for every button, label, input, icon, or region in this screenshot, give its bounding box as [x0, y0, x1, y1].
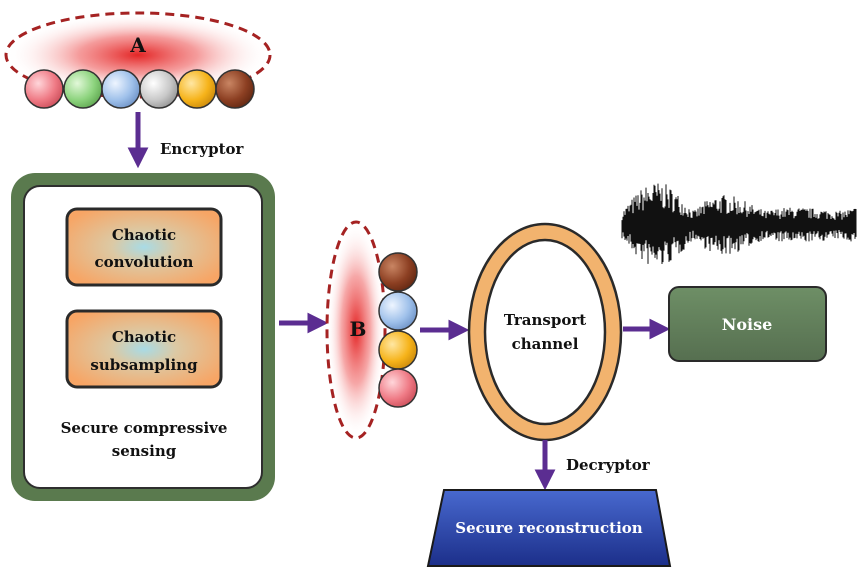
transport-channel: Transport channel [467, 222, 623, 442]
noise-waveform-trace [621, 183, 857, 264]
decryptor-label: Decryptor [566, 456, 651, 474]
group-a: A [4, 11, 272, 109]
chaotic-convolution-line1: Chaotic [112, 226, 176, 244]
chaotic-convolution-line2: convolution [95, 253, 194, 271]
ball-pink [24, 69, 64, 109]
group-b-cloud-outline [325, 220, 387, 440]
secure-compressive-sensing-line2: sensing [112, 442, 177, 460]
transport-channel-hole [483, 238, 607, 426]
group-a-label: A [129, 33, 146, 57]
ball-brown-b [378, 252, 418, 292]
group-b: B [325, 220, 418, 440]
group-b-label: B [350, 317, 367, 341]
encryptor-label: Encryptor [160, 140, 245, 158]
chaotic-subsampling-box [65, 309, 223, 389]
ball-orange-b [378, 330, 418, 370]
noise-waveform-icon [621, 183, 857, 264]
transport-channel-line2: channel [512, 335, 579, 353]
chaotic-subsampling-line1: Chaotic [112, 328, 176, 346]
chaotic-convolution-box [65, 207, 223, 287]
secure-compressive-sensing-line1: Secure compressive [61, 419, 228, 437]
noise-box-rect [668, 286, 827, 362]
ball-blue-b [378, 291, 418, 331]
group-a-cloud-outline [4, 11, 272, 99]
ball-gray [139, 69, 179, 109]
ball-pink-b [378, 368, 418, 408]
secure-reconstruction-label: Secure reconstruction [455, 519, 643, 537]
chaotic-subsampling-line2: subsampling [90, 356, 198, 374]
noise-box: Noise [668, 286, 827, 362]
secure-reconstruction-box: Secure reconstruction [426, 489, 672, 567]
ball-brown [215, 69, 255, 109]
ball-blue [101, 69, 141, 109]
secure-reconstruction-shape [426, 489, 672, 567]
group-b-cloud [327, 222, 385, 438]
noise-label: Noise [722, 315, 773, 334]
ball-green [63, 69, 103, 109]
secure-compressive-sensing-box: Chaotic convolution Chaotic subsampling … [11, 173, 275, 501]
transport-channel-line1: Transport [504, 311, 586, 329]
ball-orange [177, 69, 217, 109]
